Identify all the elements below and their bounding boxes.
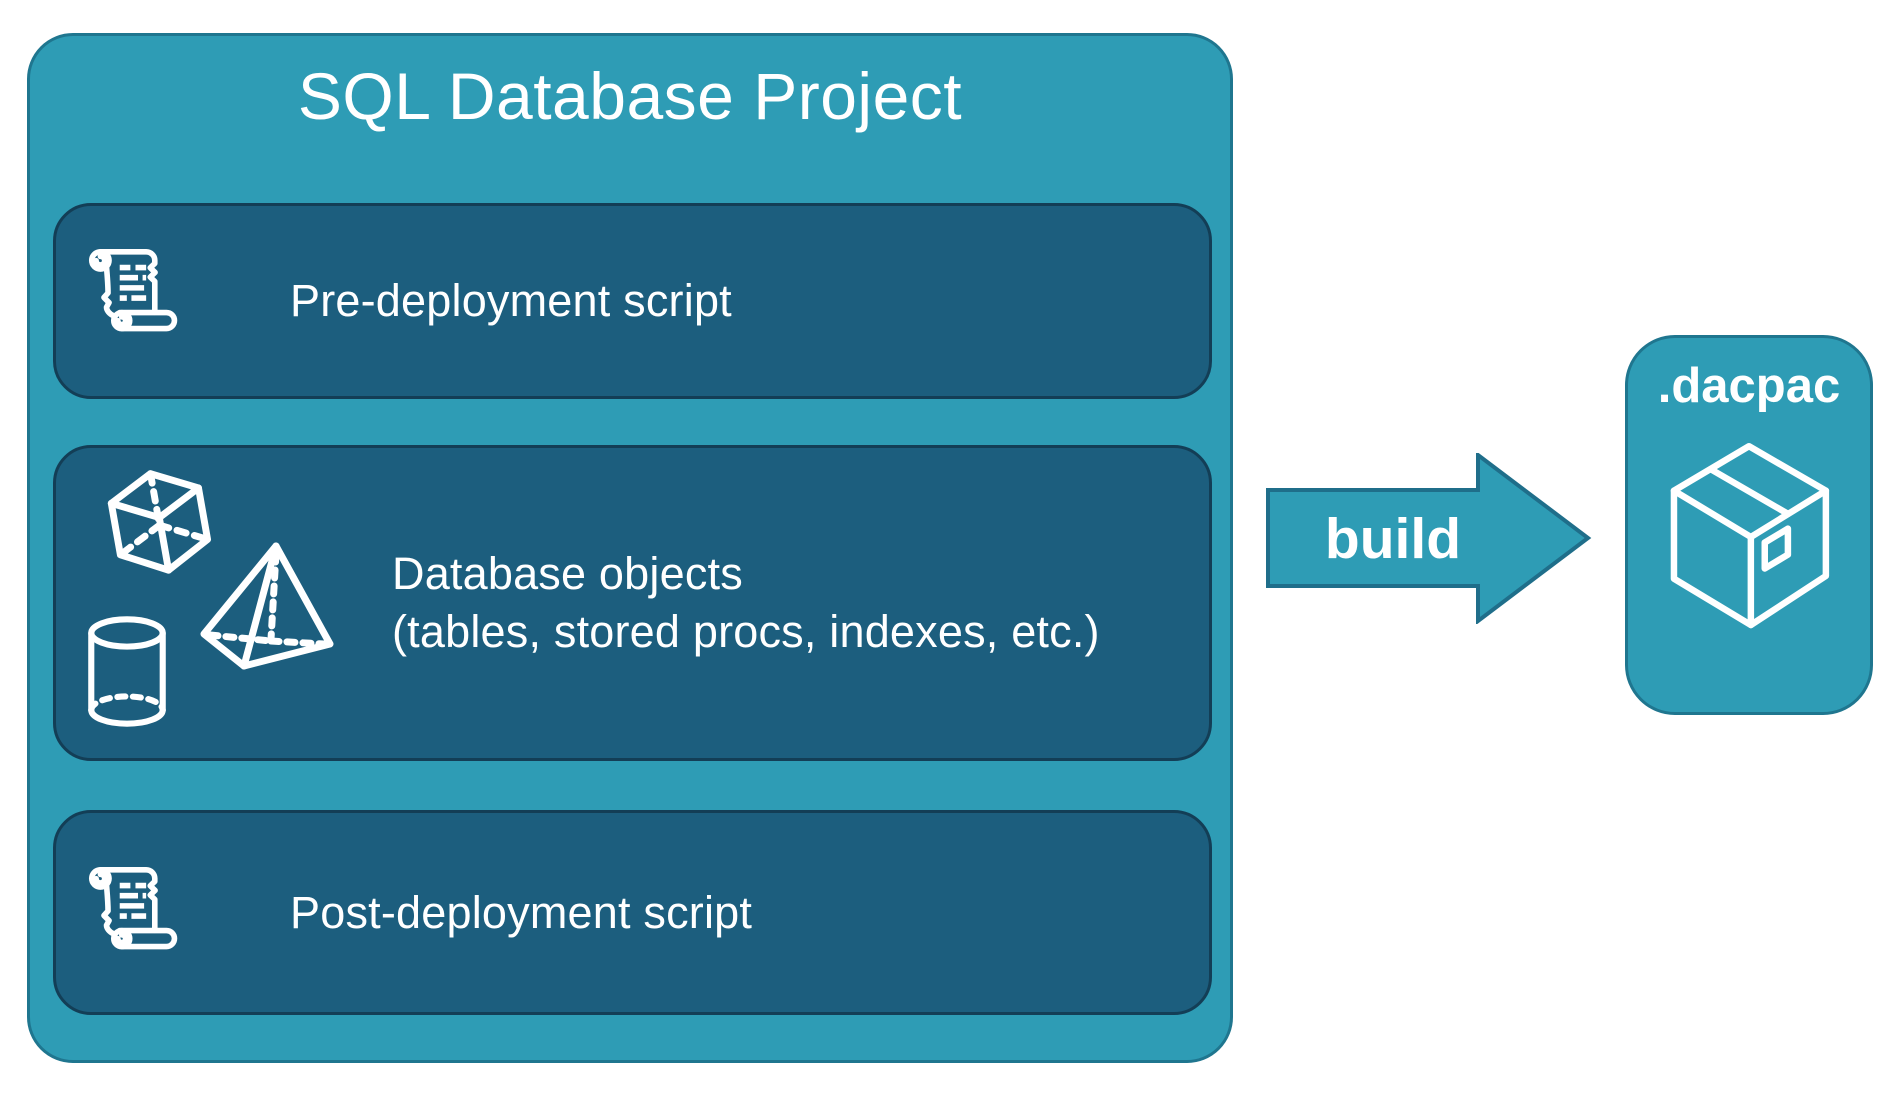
build-arrow-label: build — [1324, 506, 1462, 571]
panel-database-objects — [53, 445, 1212, 761]
package-icon — [1670, 442, 1830, 629]
pyramid-icon — [200, 542, 334, 670]
database-objects-line2: (tables, stored procs, indexes, etc.) — [392, 606, 1100, 657]
scroll-icon — [88, 248, 178, 332]
cylinder-icon — [88, 616, 166, 727]
pre-deployment-label: Pre-deployment script — [290, 275, 732, 326]
database-objects-label: Database objects (tables, stored procs, … — [392, 445, 1100, 761]
project-title: SQL Database Project — [297, 59, 963, 133]
panel-post-deployment — [53, 810, 1212, 1015]
scroll-icon — [88, 866, 178, 950]
cube-icon — [107, 470, 212, 574]
post-deployment-label: Post-deployment script — [290, 886, 753, 938]
dacpac-label: .dacpac — [1657, 359, 1841, 413]
panel-pre-deployment — [53, 203, 1212, 399]
dacpac-box — [1625, 335, 1873, 715]
database-objects-line1: Database objects — [392, 548, 743, 599]
build-arrow — [1266, 453, 1592, 624]
